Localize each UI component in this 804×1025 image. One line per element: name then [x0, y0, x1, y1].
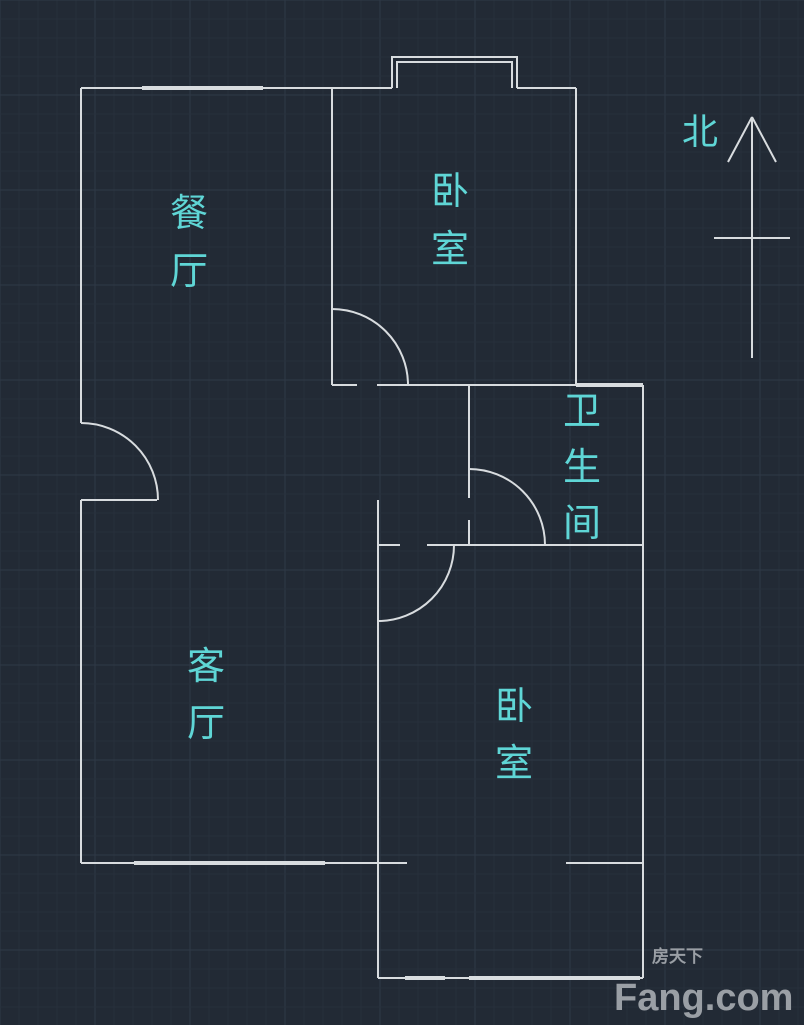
- bathroom-label-2: 生: [563, 445, 601, 489]
- bathroom-label-3: 间: [563, 501, 601, 545]
- entry-door-arc: [80, 422, 159, 501]
- room-labels: 餐 厅 卧 室 卫 生 间 客 厅 卧 室: [170, 169, 601, 785]
- watermark: 房天下 Fang.com: [614, 946, 793, 1019]
- bedroom-north-label-2: 室: [431, 227, 469, 271]
- north-label: 北: [682, 112, 718, 153]
- dining-label-1: 餐: [170, 191, 208, 235]
- watermark-en: Fang.com: [614, 977, 793, 1019]
- watermark-cn: 房天下: [652, 946, 703, 967]
- arrow-icon: [714, 116, 790, 358]
- living-label-1: 客: [187, 644, 225, 688]
- north-arrow: 北: [682, 112, 790, 358]
- walls: [80, 56, 644, 980]
- dining-label-2: 厅: [170, 249, 208, 293]
- bedroom-door-arc: [331, 308, 409, 386]
- bathroom-label-1: 卫: [563, 389, 601, 433]
- bedroom-south-label-2: 室: [495, 741, 533, 785]
- living-label-2: 厅: [187, 701, 225, 745]
- bedroom-south-label-1: 卧: [495, 684, 533, 728]
- bedroom-north-label-1: 卧: [431, 169, 469, 213]
- south-bedroom-door-arc: [377, 544, 455, 622]
- bathroom-door-arc: [468, 468, 546, 546]
